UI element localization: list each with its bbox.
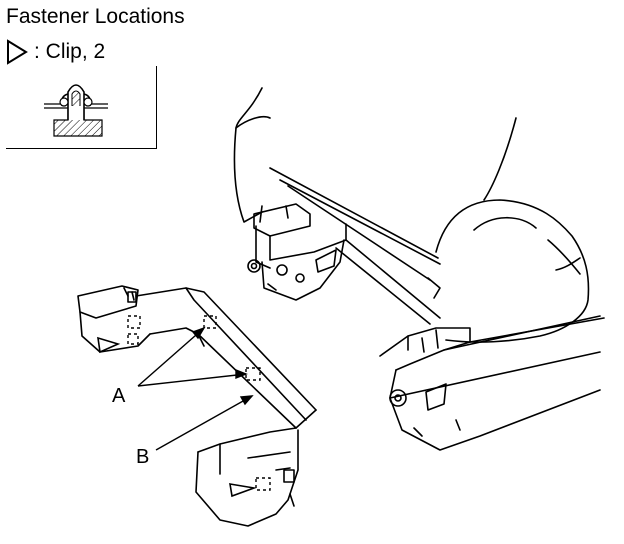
legend-label: : Clip, 2 xyxy=(34,40,106,63)
clip-triangle-icon xyxy=(7,39,28,65)
clip-marker-icon xyxy=(229,483,258,498)
legend: : Clip, 2 xyxy=(6,38,105,66)
leader-lines xyxy=(137,326,254,451)
clip-markers xyxy=(97,336,258,498)
callout-b: B xyxy=(136,446,150,468)
page-title: Fastener Locations xyxy=(6,5,185,28)
callout-a: A xyxy=(112,385,126,407)
clip-marker-icon xyxy=(97,336,121,354)
clip-cross-section-illustration xyxy=(44,84,108,137)
hidden-fasteners xyxy=(127,315,271,491)
seat-frame xyxy=(233,87,605,451)
clip-detail-inset xyxy=(6,66,157,149)
